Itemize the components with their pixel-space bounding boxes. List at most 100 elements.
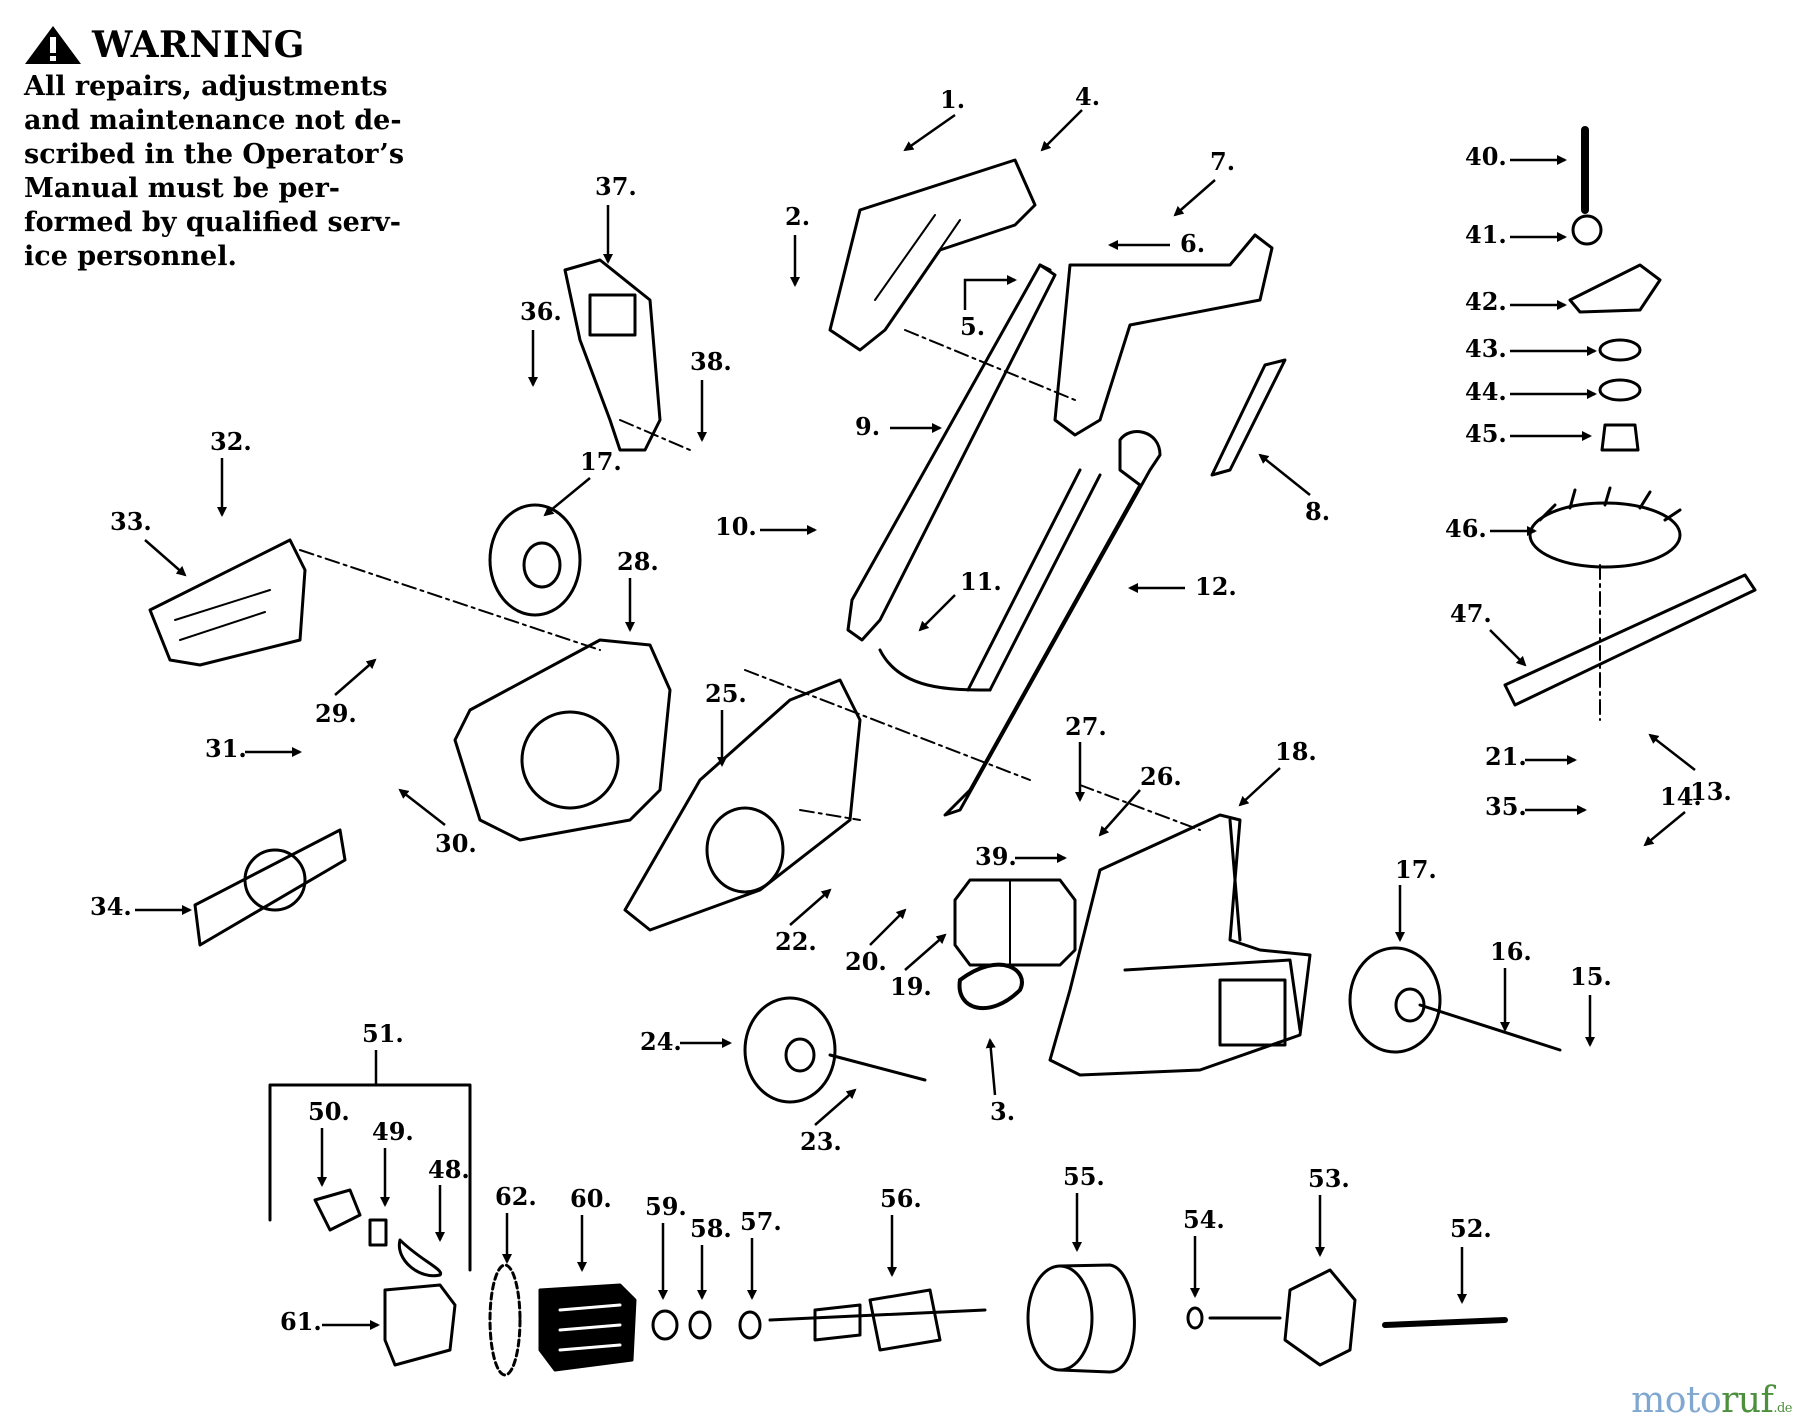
- callout-label: 47.: [1450, 599, 1492, 628]
- callout-label: 55.: [1063, 1162, 1105, 1191]
- callout-label: 20.: [845, 947, 887, 976]
- insulator-disc: [488, 1263, 522, 1377]
- fan-impeller: [1528, 486, 1682, 569]
- cutting-blade: [1503, 573, 1757, 707]
- wheel-axle: [828, 1053, 927, 1082]
- callout-label: 30.: [435, 829, 477, 858]
- callout-label: 13.: [1690, 777, 1732, 806]
- callout-label: 28.: [617, 547, 659, 576]
- callout-label: 7.: [1210, 147, 1235, 176]
- warning-line: ice personnel.: [24, 241, 237, 272]
- callout-label: 17.: [580, 447, 622, 476]
- callout-label: 2.: [785, 202, 810, 231]
- callout-label: 54.: [1183, 1205, 1225, 1234]
- warning-text: All repairs, adjustments and maintenance…: [24, 70, 424, 274]
- callout-label: 25.: [705, 679, 747, 708]
- callout-label: 18.: [1275, 737, 1317, 766]
- callout-label: 51.: [362, 1019, 404, 1048]
- warning-line: formed by qualified serv-: [24, 207, 401, 238]
- callout-label: 36.: [520, 297, 562, 326]
- callout-label: 9.: [855, 412, 880, 441]
- callout-label: 60.: [570, 1184, 612, 1213]
- warning-title: WARNING: [92, 24, 305, 66]
- callout-label: 15.: [1570, 962, 1612, 991]
- site-watermark: motoruf.de: [1631, 1380, 1792, 1421]
- bearing-washer: [1186, 1306, 1204, 1330]
- upper-handle-tube: [846, 263, 1057, 642]
- callout-label: 44.: [1465, 377, 1507, 406]
- callout-label: 41.: [1465, 220, 1507, 249]
- spacer-stack: [1568, 126, 1662, 452]
- upper-handle-left-part: [828, 158, 1037, 352]
- drive-motor: [953, 878, 1077, 967]
- callout-label: 19.: [890, 972, 932, 1001]
- switch-parts: [313, 1188, 443, 1278]
- warning-line: and maintenance not de-: [24, 105, 402, 136]
- callout-label: 17.: [1395, 855, 1437, 884]
- upper-handle-right-part: [1053, 233, 1274, 437]
- front-right-wheel: [1348, 946, 1442, 1054]
- wheel-axle: [1418, 1003, 1562, 1052]
- callout-label: 48.: [428, 1155, 470, 1184]
- callout-label: 49.: [372, 1117, 414, 1146]
- callout-label: 58.: [690, 1214, 732, 1243]
- watermark-part1: moto: [1631, 1380, 1722, 1421]
- callout-label: 14.: [1660, 782, 1702, 811]
- callout-label: 22.: [775, 927, 817, 956]
- watermark-suffix: .de: [1773, 1401, 1792, 1416]
- side-guard-cover: [148, 538, 307, 667]
- callout-label: 62.: [495, 1182, 537, 1211]
- lower-handle-tube: [878, 430, 1162, 817]
- callout-label: 4.: [1075, 82, 1100, 111]
- callout-label: 27.: [1065, 712, 1107, 741]
- callout-label: 34.: [90, 892, 132, 921]
- callout-label: 10.: [715, 512, 757, 541]
- callout-label: 46.: [1445, 514, 1487, 543]
- callout-label: 26.: [1140, 762, 1182, 791]
- warning-header: WARNING: [24, 24, 424, 66]
- field-housing: [1026, 1263, 1136, 1374]
- callout-label: 56.: [880, 1184, 922, 1213]
- armature-fan: [193, 828, 347, 947]
- decal-plate: [1210, 358, 1287, 477]
- through-bolt: [1382, 1317, 1508, 1328]
- callout-label: 23.: [800, 1127, 842, 1156]
- washers: [651, 1309, 762, 1341]
- callout-label: 42.: [1465, 287, 1507, 316]
- chassis-frame: [623, 678, 862, 932]
- warning-triangle-icon: [25, 26, 81, 64]
- callout-label: 43.: [1465, 334, 1507, 363]
- end-cap: [1283, 1268, 1357, 1367]
- callout-label: 40.: [1465, 142, 1507, 171]
- callout-label: 29.: [315, 699, 357, 728]
- callout-label: 32.: [210, 427, 252, 456]
- mower-base-housing: [1048, 813, 1312, 1077]
- front-left-wheel: [743, 996, 837, 1104]
- callout-label: 57.: [740, 1207, 782, 1236]
- rear-wheel: [488, 503, 582, 617]
- warning-notice: WARNING All repairs, adjustments and mai…: [24, 24, 424, 274]
- watermark-part2: ruf: [1721, 1380, 1774, 1421]
- callout-label: 38.: [690, 347, 732, 376]
- callout-label: 3.: [990, 1097, 1015, 1126]
- callout-label: 35.: [1485, 792, 1527, 821]
- callout-label: 61.: [280, 1307, 322, 1336]
- callout-label: 33.: [110, 507, 152, 536]
- callout-label: 21.: [1485, 742, 1527, 771]
- motor-housing: [453, 638, 672, 842]
- callout-label: 50.: [308, 1097, 350, 1126]
- callout-label: 31.: [205, 734, 247, 763]
- warning-line: All repairs, adjustments: [24, 71, 388, 102]
- brush-holder: [383, 1283, 457, 1367]
- callout-label: 52.: [1450, 1214, 1492, 1243]
- callout-label: 8.: [1305, 497, 1330, 526]
- callout-label: 11.: [960, 567, 1002, 596]
- callout-label: 12.: [1195, 572, 1237, 601]
- end-bell-housing: [538, 1283, 637, 1372]
- callout-label: 16.: [1490, 937, 1532, 966]
- callout-label: 59.: [645, 1192, 687, 1221]
- callout-label: 1.: [940, 85, 965, 114]
- warning-line: Manual must be per-: [24, 173, 341, 204]
